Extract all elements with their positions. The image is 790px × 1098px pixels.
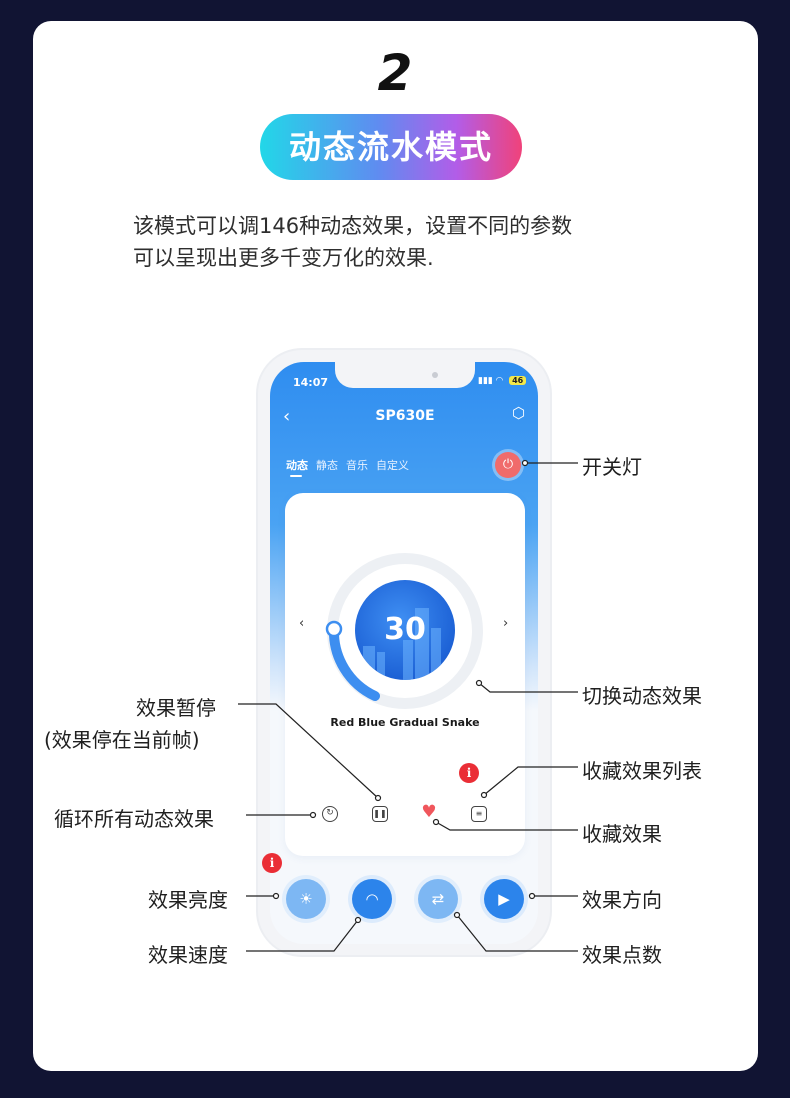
intro-line-2: 可以呈现出更多千变万化的效果. (133, 246, 434, 270)
device-name: SP630E (375, 408, 435, 424)
mode-tabs: 动态 静态 音乐 自定义 (286, 457, 409, 477)
brightness-button[interactable]: ☀ (286, 879, 326, 919)
chevron-right-icon[interactable]: › (503, 616, 509, 631)
tab-custom[interactable]: 自定义 (376, 459, 409, 472)
camera-dot (432, 372, 438, 378)
tab-static[interactable]: 静态 (316, 459, 338, 472)
dial-value: 30 (384, 612, 426, 647)
speed-button[interactable]: ◠ (352, 879, 392, 919)
pause-icon[interactable]: ❚❚ (372, 806, 388, 822)
callout-pause-note: (效果停在当前帧) (44, 728, 200, 752)
callout-direction: 效果方向 (582, 888, 662, 912)
signal-icon: ▮▮▮ (478, 376, 493, 386)
callout-speed: 效果速度 (148, 943, 228, 967)
list-icon[interactable]: ≡ (471, 806, 487, 822)
settings-icon[interactable]: ⬡ (512, 404, 526, 422)
speed-dial[interactable] (355, 580, 455, 680)
intro-text: 该模式可以调146种动态效果，设置不同的参数 可以呈现出更多千变万化的效果. (133, 210, 673, 274)
status-icons: ▮▮▮ ◠ 46 (478, 376, 527, 386)
power-icon[interactable]: ⏻ (495, 452, 521, 478)
callout-switch-effect: 切换动态效果 (582, 684, 702, 708)
callout-loop-all: 循环所有动态效果 (54, 807, 214, 831)
callout-favorite: 收藏效果 (582, 822, 662, 846)
sun-icon: ☀ (299, 890, 313, 908)
swap-icon: ⇄ (431, 890, 445, 908)
callout-brightness: 效果亮度 (148, 888, 228, 912)
tab-dynamic[interactable]: 动态 (286, 459, 308, 477)
callout-pause: 效果暂停 (136, 696, 216, 720)
direction-button[interactable]: ▶ (484, 879, 524, 919)
callout-favorites-list: 收藏效果列表 (582, 759, 702, 783)
effect-name: Red Blue Gradual Snake (330, 716, 480, 729)
tab-music[interactable]: 音乐 (346, 459, 368, 472)
play-direction-icon: ▶ (498, 890, 510, 908)
callout-power: 开关灯 (582, 455, 642, 479)
heart-icon[interactable]: ♥ (421, 802, 437, 822)
status-time: 14:07 (293, 376, 329, 389)
battery-icon: 46 (509, 376, 527, 385)
intro-line-1: 该模式可以调146种动态效果，设置不同的参数 (133, 214, 573, 238)
loop-icon[interactable]: ↻ (322, 806, 338, 822)
info-badge-icon: i (459, 763, 479, 783)
info-badge-icon: i (262, 853, 282, 873)
phone-notch (335, 362, 475, 388)
mode-title-pill: 动态流水模式 (260, 114, 522, 180)
back-arrow-icon[interactable]: ‹ (283, 406, 291, 427)
callout-points: 效果点数 (582, 943, 662, 967)
step-number: 2 (377, 44, 413, 102)
speedometer-icon: ◠ (365, 890, 379, 908)
points-button[interactable]: ⇄ (418, 879, 458, 919)
wifi-icon: ◠ (496, 376, 503, 386)
chevron-left-icon[interactable]: ‹ (299, 616, 305, 631)
